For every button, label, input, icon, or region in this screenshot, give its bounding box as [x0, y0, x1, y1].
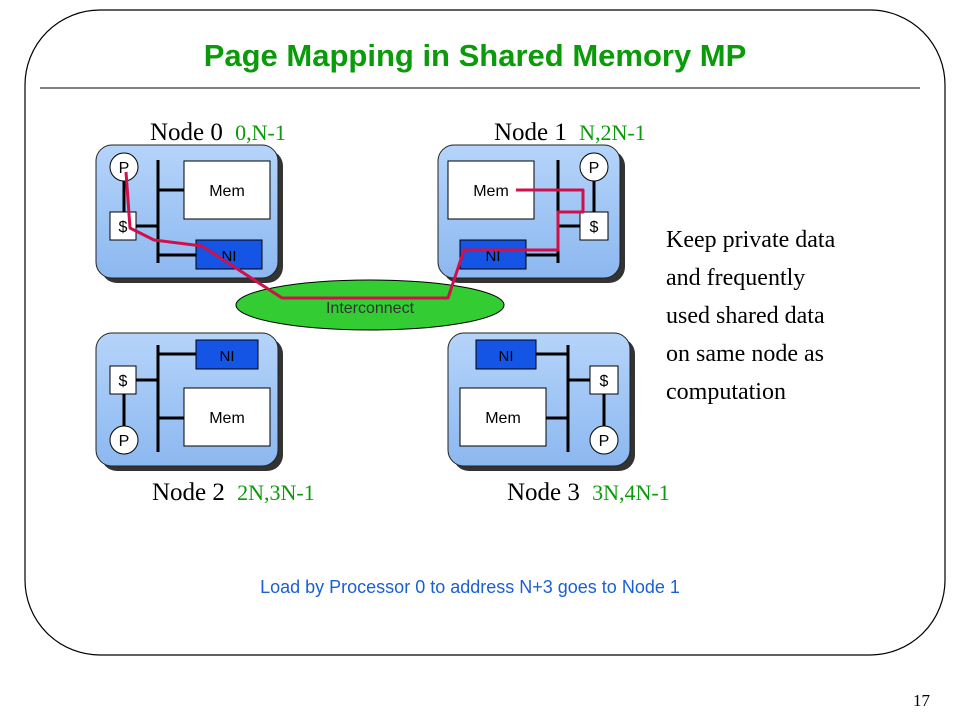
node-3-label: Node 3 3N,4N-1	[507, 479, 670, 506]
node-1-ni-label: NI	[486, 248, 501, 265]
node-2-cache	[109, 365, 137, 395]
node-3-name: Node 3	[507, 479, 580, 506]
node-0-label: Node 0 0,N-1	[150, 119, 286, 146]
node-0-ni	[195, 239, 263, 270]
node-0-cache-label: $	[119, 219, 128, 236]
node-3-processor	[589, 425, 619, 455]
node-2: NI Mem $ P	[95, 332, 283, 471]
interconnect	[235, 279, 505, 331]
node-1-processor-label: P	[589, 160, 600, 177]
node-2-label: Node 2 2N,3N-1	[152, 479, 315, 506]
node-3-ni	[475, 339, 537, 370]
node-3-processor-label: P	[599, 433, 610, 450]
note-line: and frequently	[666, 265, 805, 291]
node-3-cache	[589, 365, 619, 395]
node-1-processor	[579, 152, 609, 182]
note-line: Keep private data	[666, 227, 836, 253]
note-line: used shared data	[666, 303, 825, 329]
node-1-label: Node 1 N,2N-1	[494, 119, 646, 146]
node-3-memory-label: Mem	[485, 410, 521, 427]
node-2-memory	[183, 387, 271, 447]
node-0-processor	[109, 152, 139, 182]
node-1-cache-label: $	[590, 219, 599, 236]
note-text: Keep private data and frequently used sh…	[666, 227, 841, 405]
node-1-range: N,2N-1	[579, 120, 646, 145]
node-2-memory-label: Mem	[209, 410, 245, 427]
node-0-memory-label: Mem	[209, 183, 245, 200]
access-path	[124, 171, 585, 300]
node-0-range: 0,N-1	[235, 120, 286, 145]
node-0: Mem NI $ P	[95, 144, 283, 283]
node-2-ni-label: NI	[220, 348, 235, 365]
node-2-processor	[109, 425, 139, 455]
node-0-name: Node 0	[150, 119, 223, 146]
node-0-processor-label: P	[119, 160, 130, 177]
node-1: Mem NI $ P	[437, 144, 625, 283]
node-0-cache	[109, 211, 137, 241]
node-2-ni	[195, 339, 259, 370]
node-2-range: 2N,3N-1	[237, 480, 315, 505]
node-1-ni	[459, 239, 527, 270]
node-1-name: Node 1	[494, 119, 567, 146]
node-1-cache	[579, 211, 609, 241]
node-2-cache-label: $	[119, 373, 128, 390]
node-3-ni-label: NI	[499, 348, 514, 365]
page-number: 17	[913, 691, 931, 710]
node-3-cache-label: $	[600, 373, 609, 390]
slide-title: Page Mapping in Shared Memory MP	[204, 38, 747, 73]
note-line: on same node as	[666, 341, 824, 367]
node-2-name: Node 2	[152, 479, 225, 506]
caption: Load by Processor 0 to address N+3 goes …	[260, 577, 680, 597]
node-3-range: 3N,4N-1	[592, 480, 670, 505]
interconnect-label: Interconnect	[326, 300, 415, 317]
node-1-memory-label: Mem	[473, 183, 509, 200]
node-2-processor-label: P	[119, 433, 130, 450]
node-0-memory	[183, 160, 271, 220]
node-3-memory	[459, 387, 547, 447]
node-3: NI Mem $ P	[447, 332, 635, 471]
note-line: computation	[666, 379, 786, 405]
